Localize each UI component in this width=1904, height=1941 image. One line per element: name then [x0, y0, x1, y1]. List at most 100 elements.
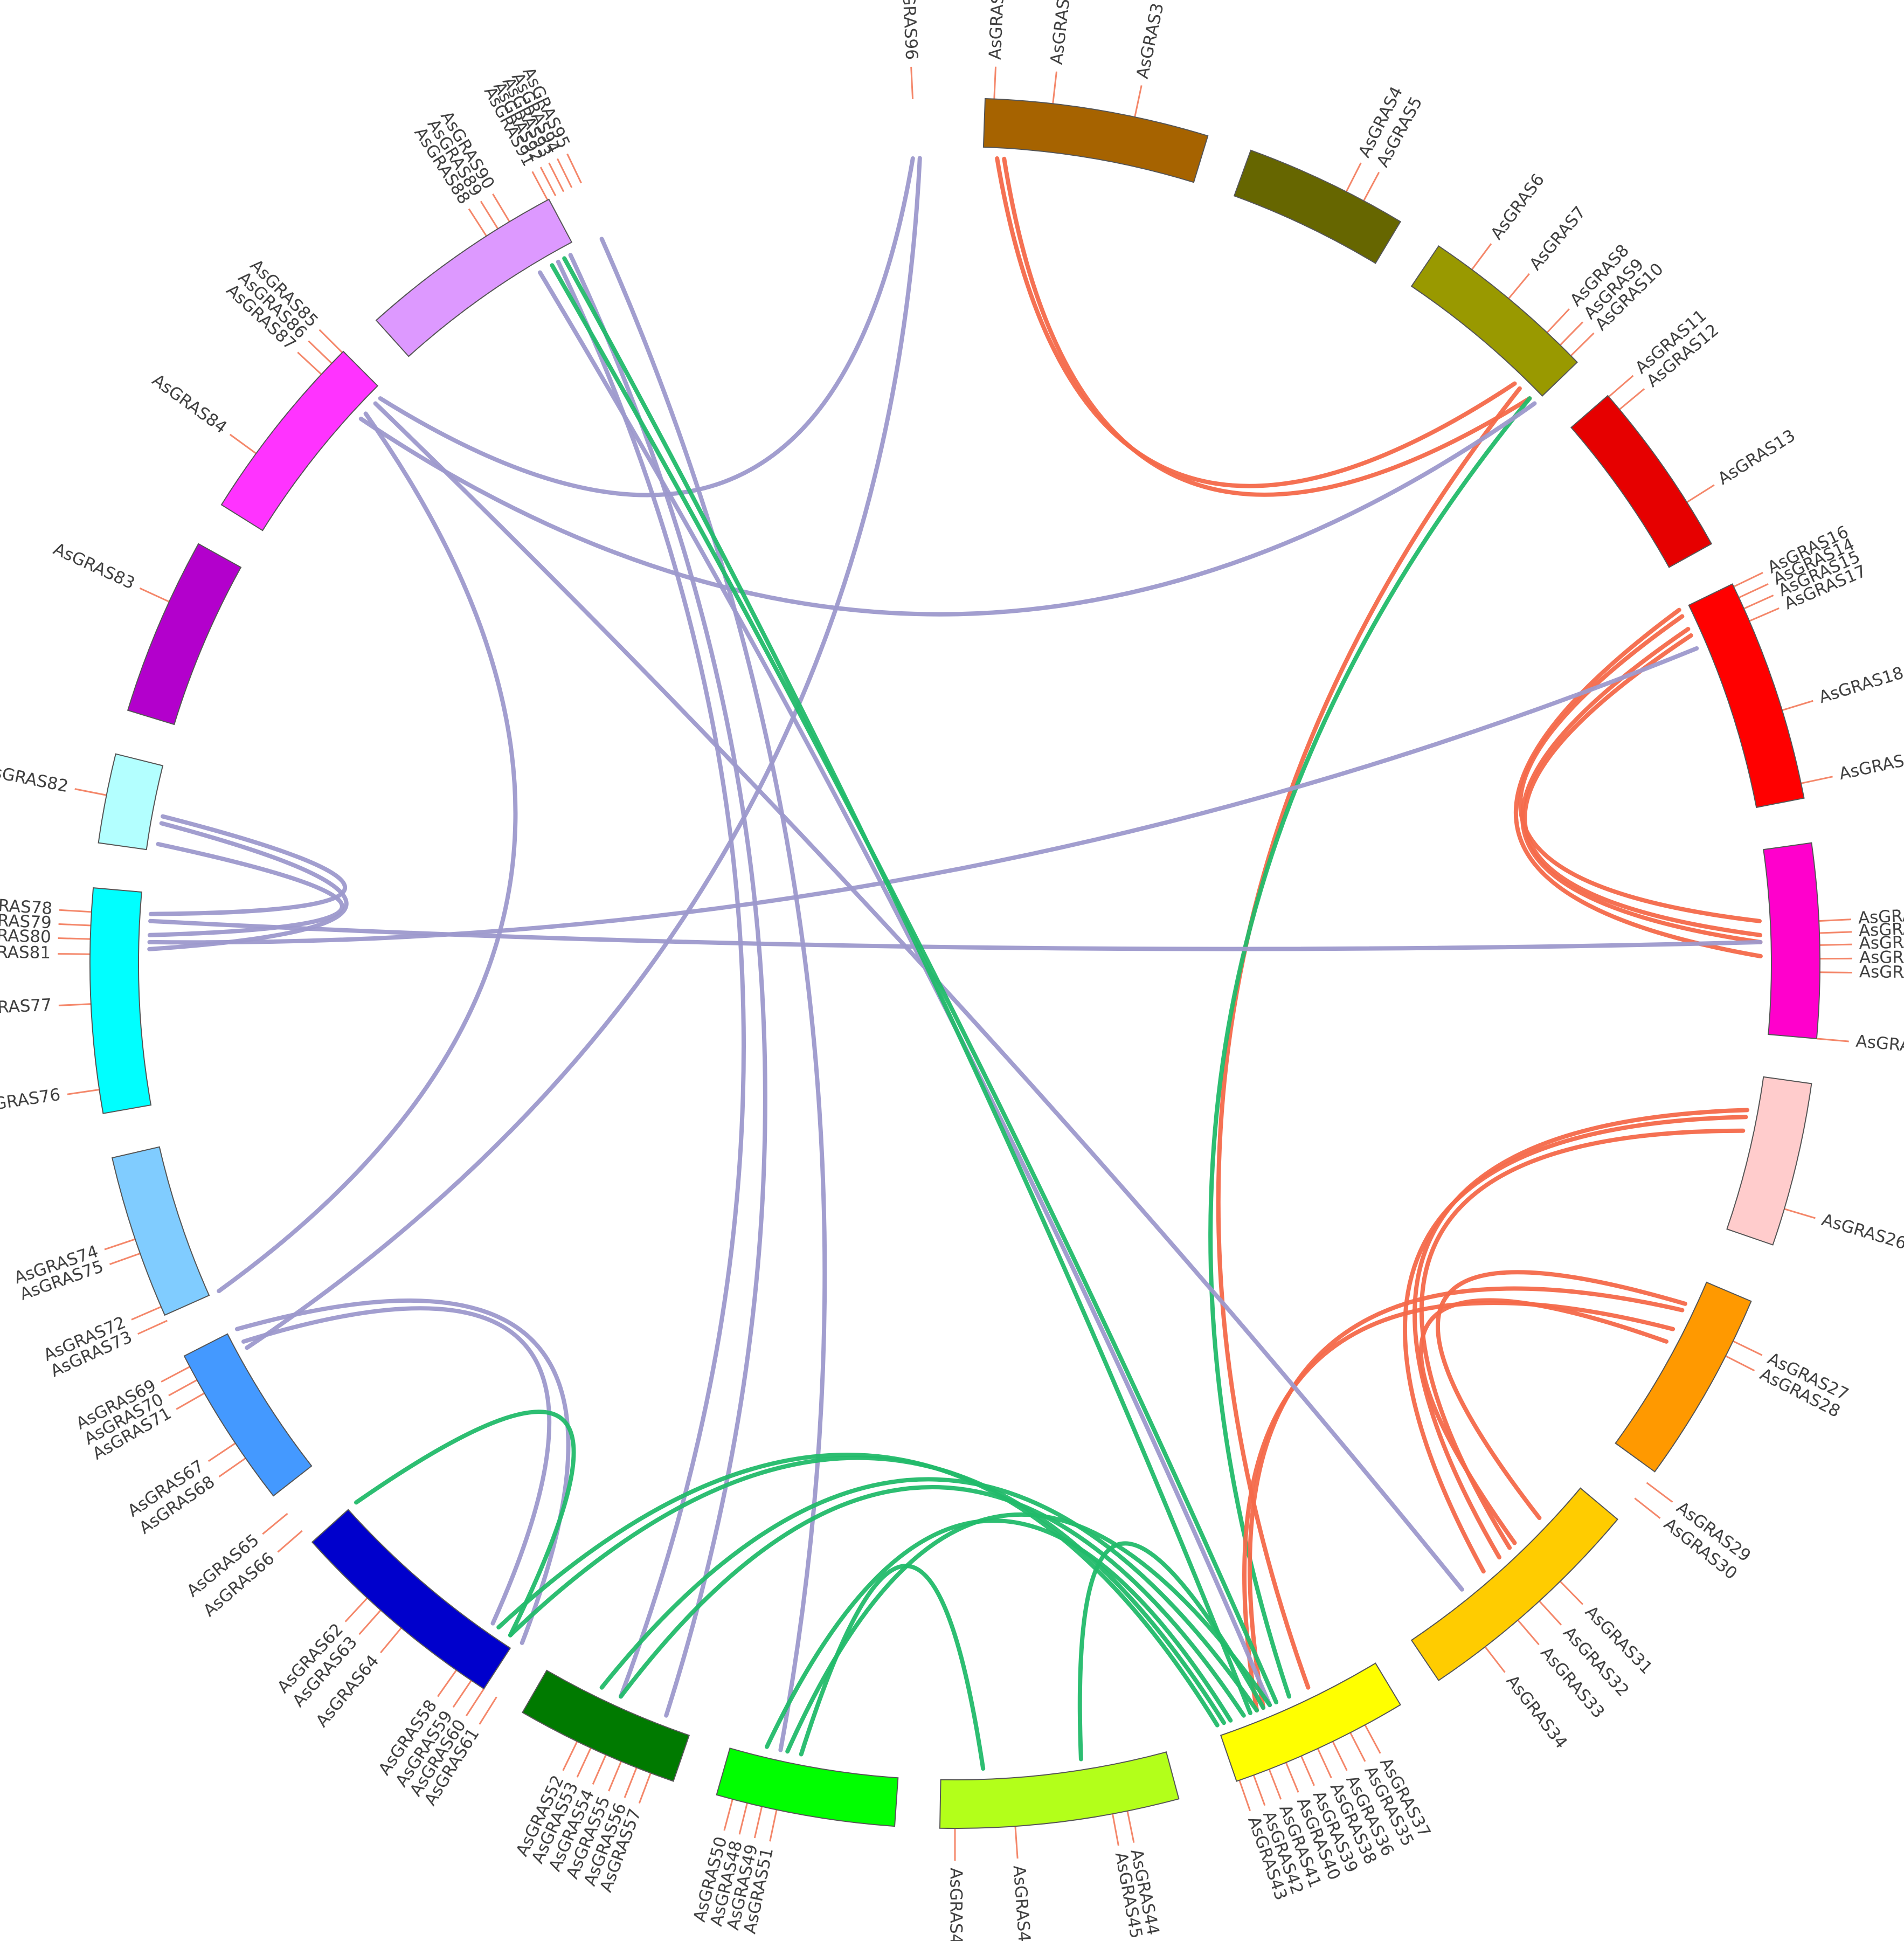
gene-tick: [1559, 1580, 1584, 1605]
synteny-link-purple: [378, 156, 915, 498]
gene-tick: [452, 1680, 472, 1708]
links-layer: [147, 156, 1763, 1771]
gene-label: AsGRAS19: [1837, 747, 1904, 784]
chromosome-block: [1410, 1487, 1618, 1681]
gene-tick: [161, 1366, 190, 1383]
chromosome-block: [522, 1669, 690, 1782]
chromosome-block: [1615, 1281, 1752, 1473]
gene-tick: [319, 329, 343, 354]
gene-label: AsGRAS78: [0, 894, 53, 918]
synteny-link-purple: [241, 1306, 552, 1626]
gene-label: AsGRAS21: [1859, 932, 1904, 953]
gene-tick: [1634, 1497, 1661, 1519]
gene-tick: [1686, 484, 1715, 503]
chromosome-block: [127, 543, 242, 726]
chromosome-block: [1233, 149, 1402, 264]
synteny-link-orange: [1248, 1286, 1685, 1710]
gene-label: AsGRAS6: [1487, 170, 1548, 244]
gene-ticks: [58, 66, 1852, 1861]
gene-label: AsGRAS1: [986, 0, 1008, 60]
gene-tick: [1285, 1762, 1299, 1793]
gene-tick: [1733, 1340, 1763, 1356]
gene-label: AsGRAS18: [1817, 663, 1904, 707]
synteny-link-purple: [358, 401, 1537, 617]
gene-tick: [58, 937, 91, 940]
gene-tick: [168, 1379, 198, 1397]
synteny-link-orange: [1520, 627, 1763, 944]
gene-tick: [262, 1512, 288, 1535]
gene-label: AsGRAS96: [898, 0, 922, 60]
gene-tick: [1508, 273, 1530, 299]
gene-tick: [1749, 607, 1780, 622]
gene-tick: [624, 1767, 638, 1798]
gene-tick: [479, 1696, 497, 1725]
synteny-link-orange: [1242, 1301, 1675, 1713]
synteny-link-orange: [1413, 1108, 1749, 1560]
gene-tick: [539, 167, 557, 197]
gene-label: AsGRAS77: [0, 996, 52, 1019]
gene-tick: [1363, 171, 1380, 202]
chromosome-block: [311, 1509, 511, 1690]
gene-tick: [229, 433, 257, 454]
synteny-link-green: [619, 1485, 1246, 1718]
gene-tick: [468, 208, 487, 237]
gene-label: AsGRAS26: [1819, 1210, 1904, 1254]
synteny-link-orange: [1513, 607, 1763, 958]
gene-tick: [1364, 1724, 1381, 1754]
chromosome-ring: [89, 98, 1820, 1829]
synteny-link-green: [354, 1410, 576, 1638]
synteny-link-green: [562, 256, 1252, 1715]
gene-tick: [480, 201, 499, 230]
chromosome-block: [111, 1146, 210, 1316]
gene-tick: [437, 1669, 458, 1697]
synteny-link-green: [550, 263, 1279, 1704]
gene-tick: [738, 1802, 748, 1835]
gene-tick: [638, 1772, 652, 1804]
gene-tick: [1559, 321, 1584, 346]
gene-tick: [1517, 1619, 1540, 1646]
gene-tick: [1300, 1756, 1315, 1786]
gene-tick: [1646, 1482, 1673, 1503]
gene-tick: [1126, 1811, 1135, 1843]
gene-tick: [531, 171, 549, 201]
gene-tick: [59, 909, 92, 913]
gene-tick: [277, 1530, 303, 1553]
synteny-link-green: [799, 1564, 986, 1771]
gene-tick: [308, 340, 333, 364]
chromosome-block: [1220, 1662, 1402, 1782]
gene-tick: [769, 1809, 778, 1842]
gene-tick: [592, 1754, 607, 1785]
synteny-link-purple: [147, 842, 344, 937]
gene-tick: [910, 66, 914, 99]
gene-tick: [1539, 1600, 1562, 1626]
gene-tick: [358, 1610, 382, 1635]
synteny-link-green: [1208, 396, 1532, 1699]
gene-tick: [1471, 243, 1492, 271]
gene-label: AsGRAS3: [1133, 1, 1168, 80]
gene-tick: [137, 1320, 168, 1335]
chromosome-block: [939, 1751, 1180, 1829]
chromosome-block: [89, 887, 152, 1114]
gene-tick: [562, 1741, 578, 1771]
gene-tick: [1782, 700, 1813, 712]
gene-tick: [753, 1806, 763, 1839]
synteny-link-purple: [556, 259, 746, 1699]
gene-tick: [74, 788, 107, 796]
gene-label: AsGRAS79: [0, 909, 52, 932]
gene-label: AsGRAS13: [1715, 426, 1799, 489]
gene-tick: [1819, 943, 1852, 946]
gene-label: AsGRAS47: [946, 1868, 966, 1941]
gene-tick: [556, 158, 573, 188]
synteny-link-purple: [148, 918, 1763, 951]
gene-tick: [218, 1458, 246, 1477]
gene-tick: [1801, 776, 1833, 784]
gene-tick: [1819, 931, 1852, 934]
gene-tick: [465, 1688, 485, 1717]
gene-tick: [1738, 583, 1769, 599]
synteny-link-purple: [217, 411, 518, 1294]
synteny-link-orange: [1402, 1115, 1748, 1574]
synteny-link-orange: [1419, 1128, 1746, 1550]
chromosome-block: [1410, 245, 1578, 397]
gene-label: AsGRAS7: [1526, 203, 1590, 274]
